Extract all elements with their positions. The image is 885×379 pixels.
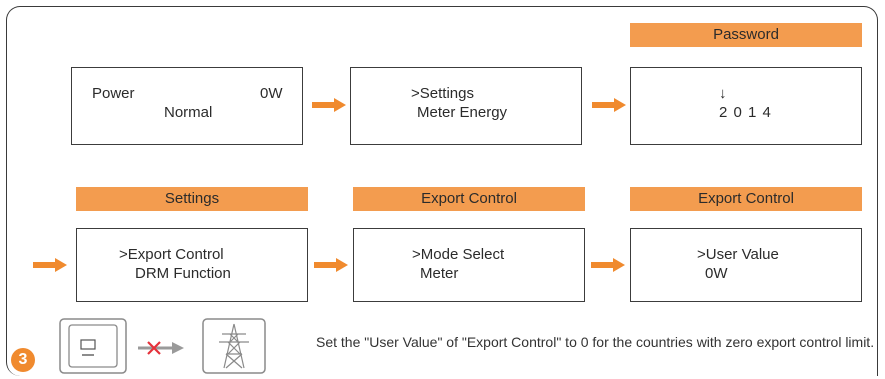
export-note: Set the "User Value" of "Export Control"… [316,334,875,350]
menu-screen: >Settings Meter Energy [350,67,582,145]
export-control-header-1: Export Control [353,187,585,211]
password-screen: ↓ 2 0 1 4 [630,67,862,145]
step-number-badge: 3 [11,348,35,372]
export-control-header-2: Export Control [630,187,862,211]
arrow-right-icon [592,98,626,112]
arrow-right-icon [312,98,346,112]
user-value-screen: >User Value 0W [630,228,862,302]
power-status: Normal [164,104,213,121]
power-grid-icon [202,318,266,374]
power-label: Power [92,85,135,102]
settings-line-1: >Export Control [119,246,224,263]
settings-header: Settings [76,187,308,211]
power-screen: Power 0W Normal [71,67,303,145]
password-cursor: ↓ [719,85,727,102]
blocked-export-icon [138,341,184,355]
arrow-right-icon [591,258,625,272]
mode-line-2: Meter [420,265,459,282]
settings-screen: >Export Control DRM Function [76,228,308,302]
arrow-right-icon [33,258,67,272]
user-value-line-1: >User Value [697,246,779,263]
inverter-icon [59,318,127,374]
settings-line-2: DRM Function [135,265,231,282]
password-header: Password [630,23,862,47]
arrow-right-icon [314,258,348,272]
user-value-line-2: 0W [705,265,728,282]
menu-line-1: >Settings [411,85,474,102]
password-value: 2 0 1 4 [719,104,772,121]
diagram-frame [6,6,878,376]
mode-line-1: >Mode Select [412,246,505,263]
mode-select-screen: >Mode Select Meter [353,228,585,302]
power-value: 0W [260,85,283,102]
menu-line-2: Meter Energy [417,104,508,121]
